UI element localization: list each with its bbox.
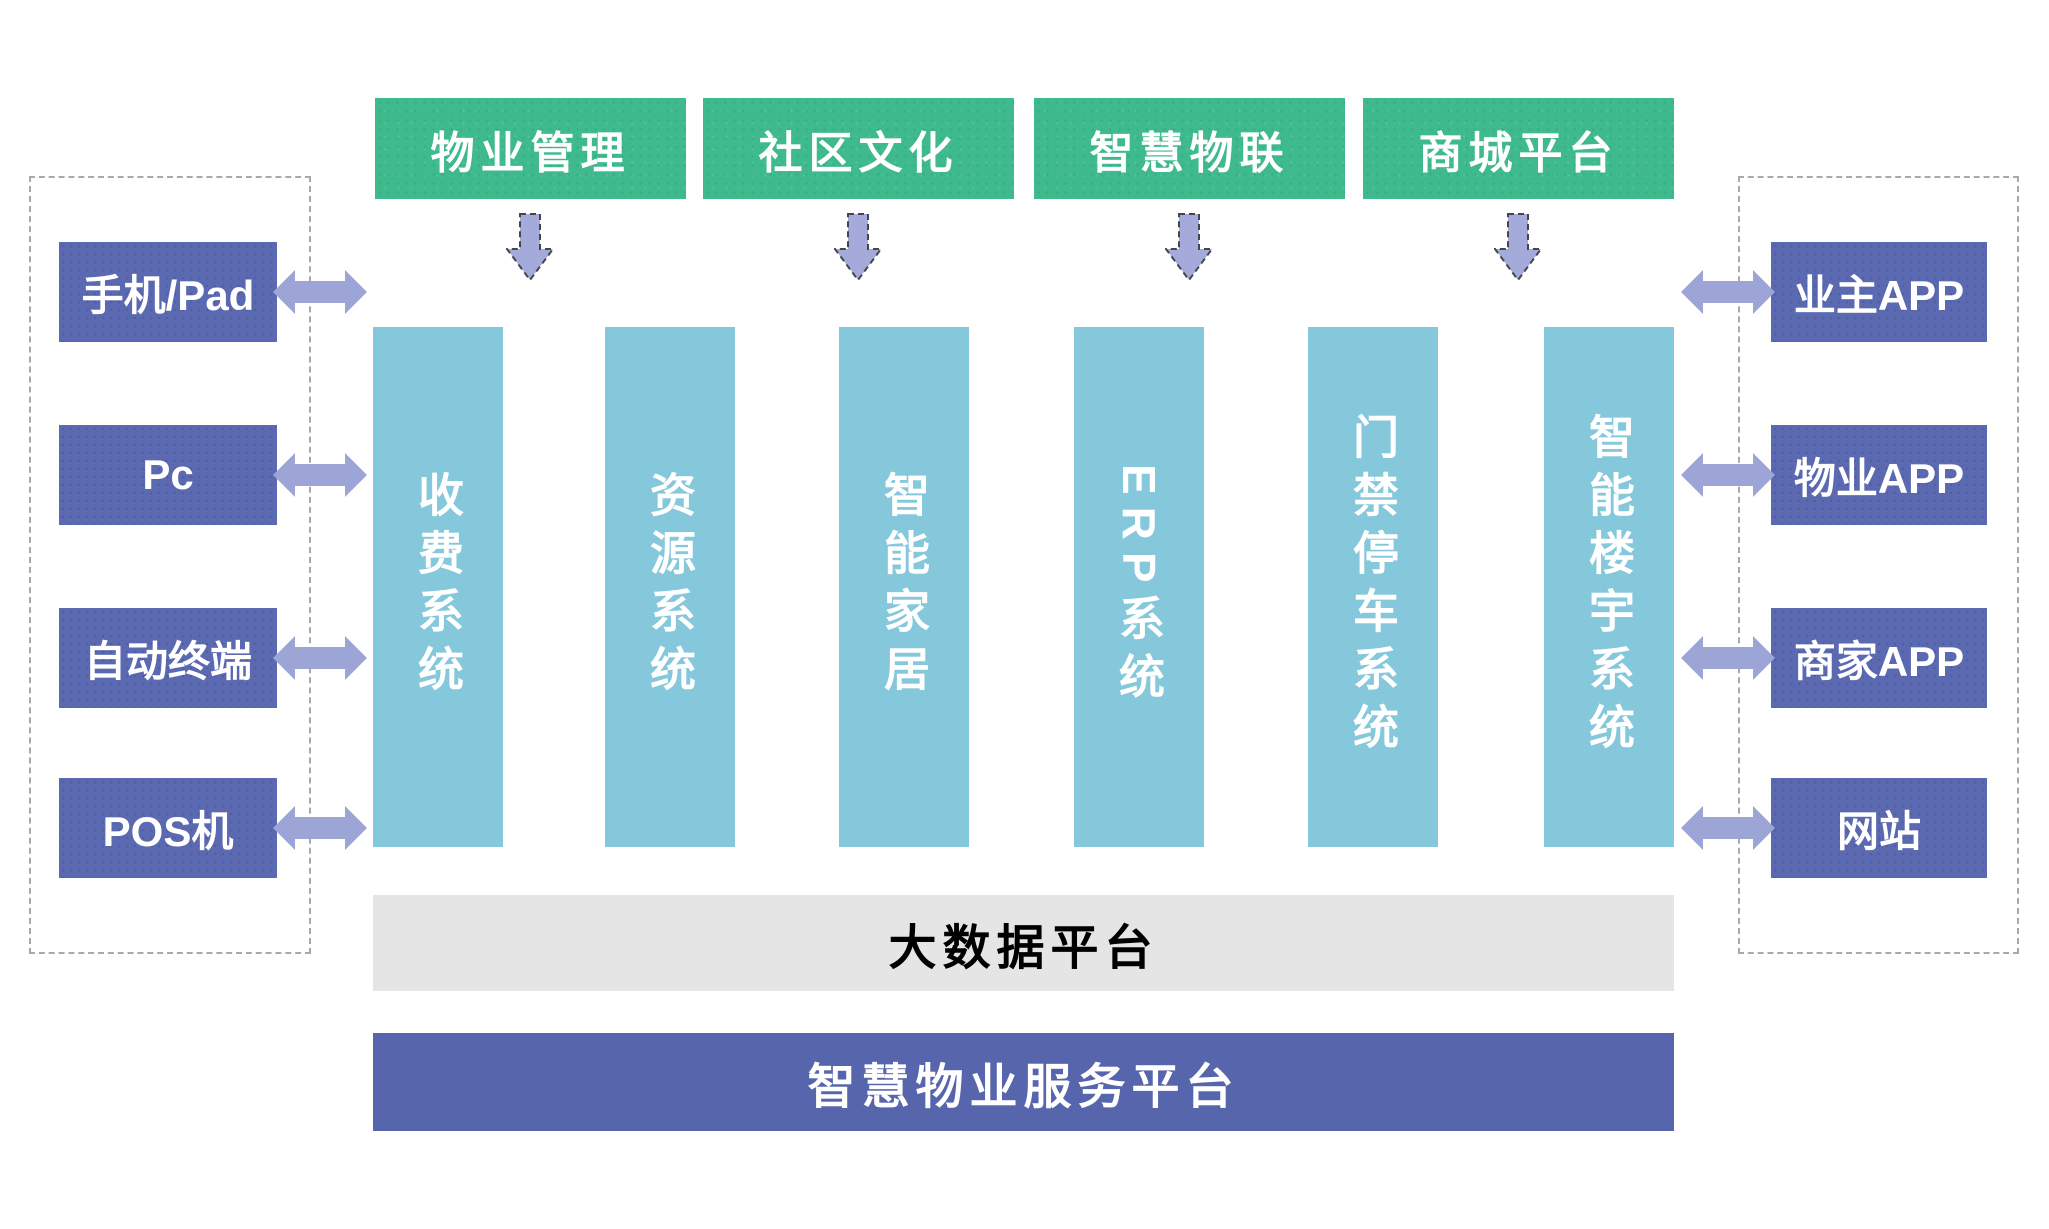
module-property-management: 物业管理 xyxy=(375,98,686,199)
app-label: 商家APP xyxy=(1793,637,1965,685)
terminal-kiosk: 自动终端 xyxy=(59,608,277,708)
bidirectional-arrow-icon xyxy=(273,806,367,850)
system-charging: 收费系统 xyxy=(373,327,503,847)
app-label: 网站 xyxy=(1836,807,1921,855)
terminal-pos: POS机 xyxy=(59,778,277,878)
bar-label: 智慧物业服务平台 xyxy=(807,1061,1240,1114)
bidirectional-arrow-icon xyxy=(1681,453,1775,497)
system-smart-building: 智能楼宇系统 xyxy=(1544,327,1674,847)
down-arrow-icon xyxy=(1494,213,1542,281)
module-mall-platform: 商城平台 xyxy=(1363,98,1674,199)
system-label: ERP系统 xyxy=(1113,463,1165,711)
terminal-label: 自动终端 xyxy=(83,637,252,685)
system-resource: 资源系统 xyxy=(605,327,735,847)
module-label: 商城平台 xyxy=(1418,128,1619,178)
app-owner: 业主APP xyxy=(1771,242,1987,342)
system-smart-home: 智能家居 xyxy=(839,327,969,847)
terminal-label: 手机/Pad xyxy=(81,271,255,319)
system-access-parking: 门禁停车系统 xyxy=(1308,327,1438,847)
system-label: 资源系统 xyxy=(644,471,696,703)
module-label: 社区文化 xyxy=(758,128,959,178)
module-smart-iot: 智慧物联 xyxy=(1034,98,1345,199)
module-label: 物业管理 xyxy=(430,128,631,178)
app-property: 物业APP xyxy=(1771,425,1987,525)
left-terminals-group-frame xyxy=(29,176,311,954)
website: 网站 xyxy=(1771,778,1987,878)
down-arrow-icon xyxy=(834,213,882,281)
system-label: 收费系统 xyxy=(412,471,464,703)
bidirectional-arrow-icon xyxy=(1681,806,1775,850)
module-community-culture: 社区文化 xyxy=(703,98,1014,199)
bidirectional-arrow-icon xyxy=(1681,270,1775,314)
terminal-label: POS机 xyxy=(102,807,234,855)
app-label: 物业APP xyxy=(1793,454,1965,502)
down-arrow-icon xyxy=(1165,213,1213,281)
app-merchant: 商家APP xyxy=(1771,608,1987,708)
bar-label: 大数据平台 xyxy=(888,922,1159,975)
smart-property-service-platform-bar: 智慧物业服务平台 xyxy=(373,1033,1674,1131)
module-label: 智慧物联 xyxy=(1089,128,1290,178)
bidirectional-arrow-icon xyxy=(273,270,367,314)
bidirectional-arrow-icon xyxy=(273,636,367,680)
terminal-pc: Pc xyxy=(59,425,277,525)
big-data-platform-bar: 大数据平台 xyxy=(373,895,1674,991)
system-label: 智能家居 xyxy=(878,471,930,703)
right-apps-group-frame xyxy=(1738,176,2019,954)
bidirectional-arrow-icon xyxy=(1681,636,1775,680)
terminal-mobile-pad: 手机/Pad xyxy=(59,242,277,342)
terminal-label: Pc xyxy=(142,451,194,498)
bidirectional-arrow-icon xyxy=(273,453,367,497)
system-label: 门禁停车系统 xyxy=(1347,413,1399,761)
system-erp: ERP系统 xyxy=(1074,327,1204,847)
app-label: 业主APP xyxy=(1793,271,1965,319)
system-label: 智能楼宇系统 xyxy=(1583,413,1635,761)
down-arrow-icon xyxy=(506,213,554,281)
